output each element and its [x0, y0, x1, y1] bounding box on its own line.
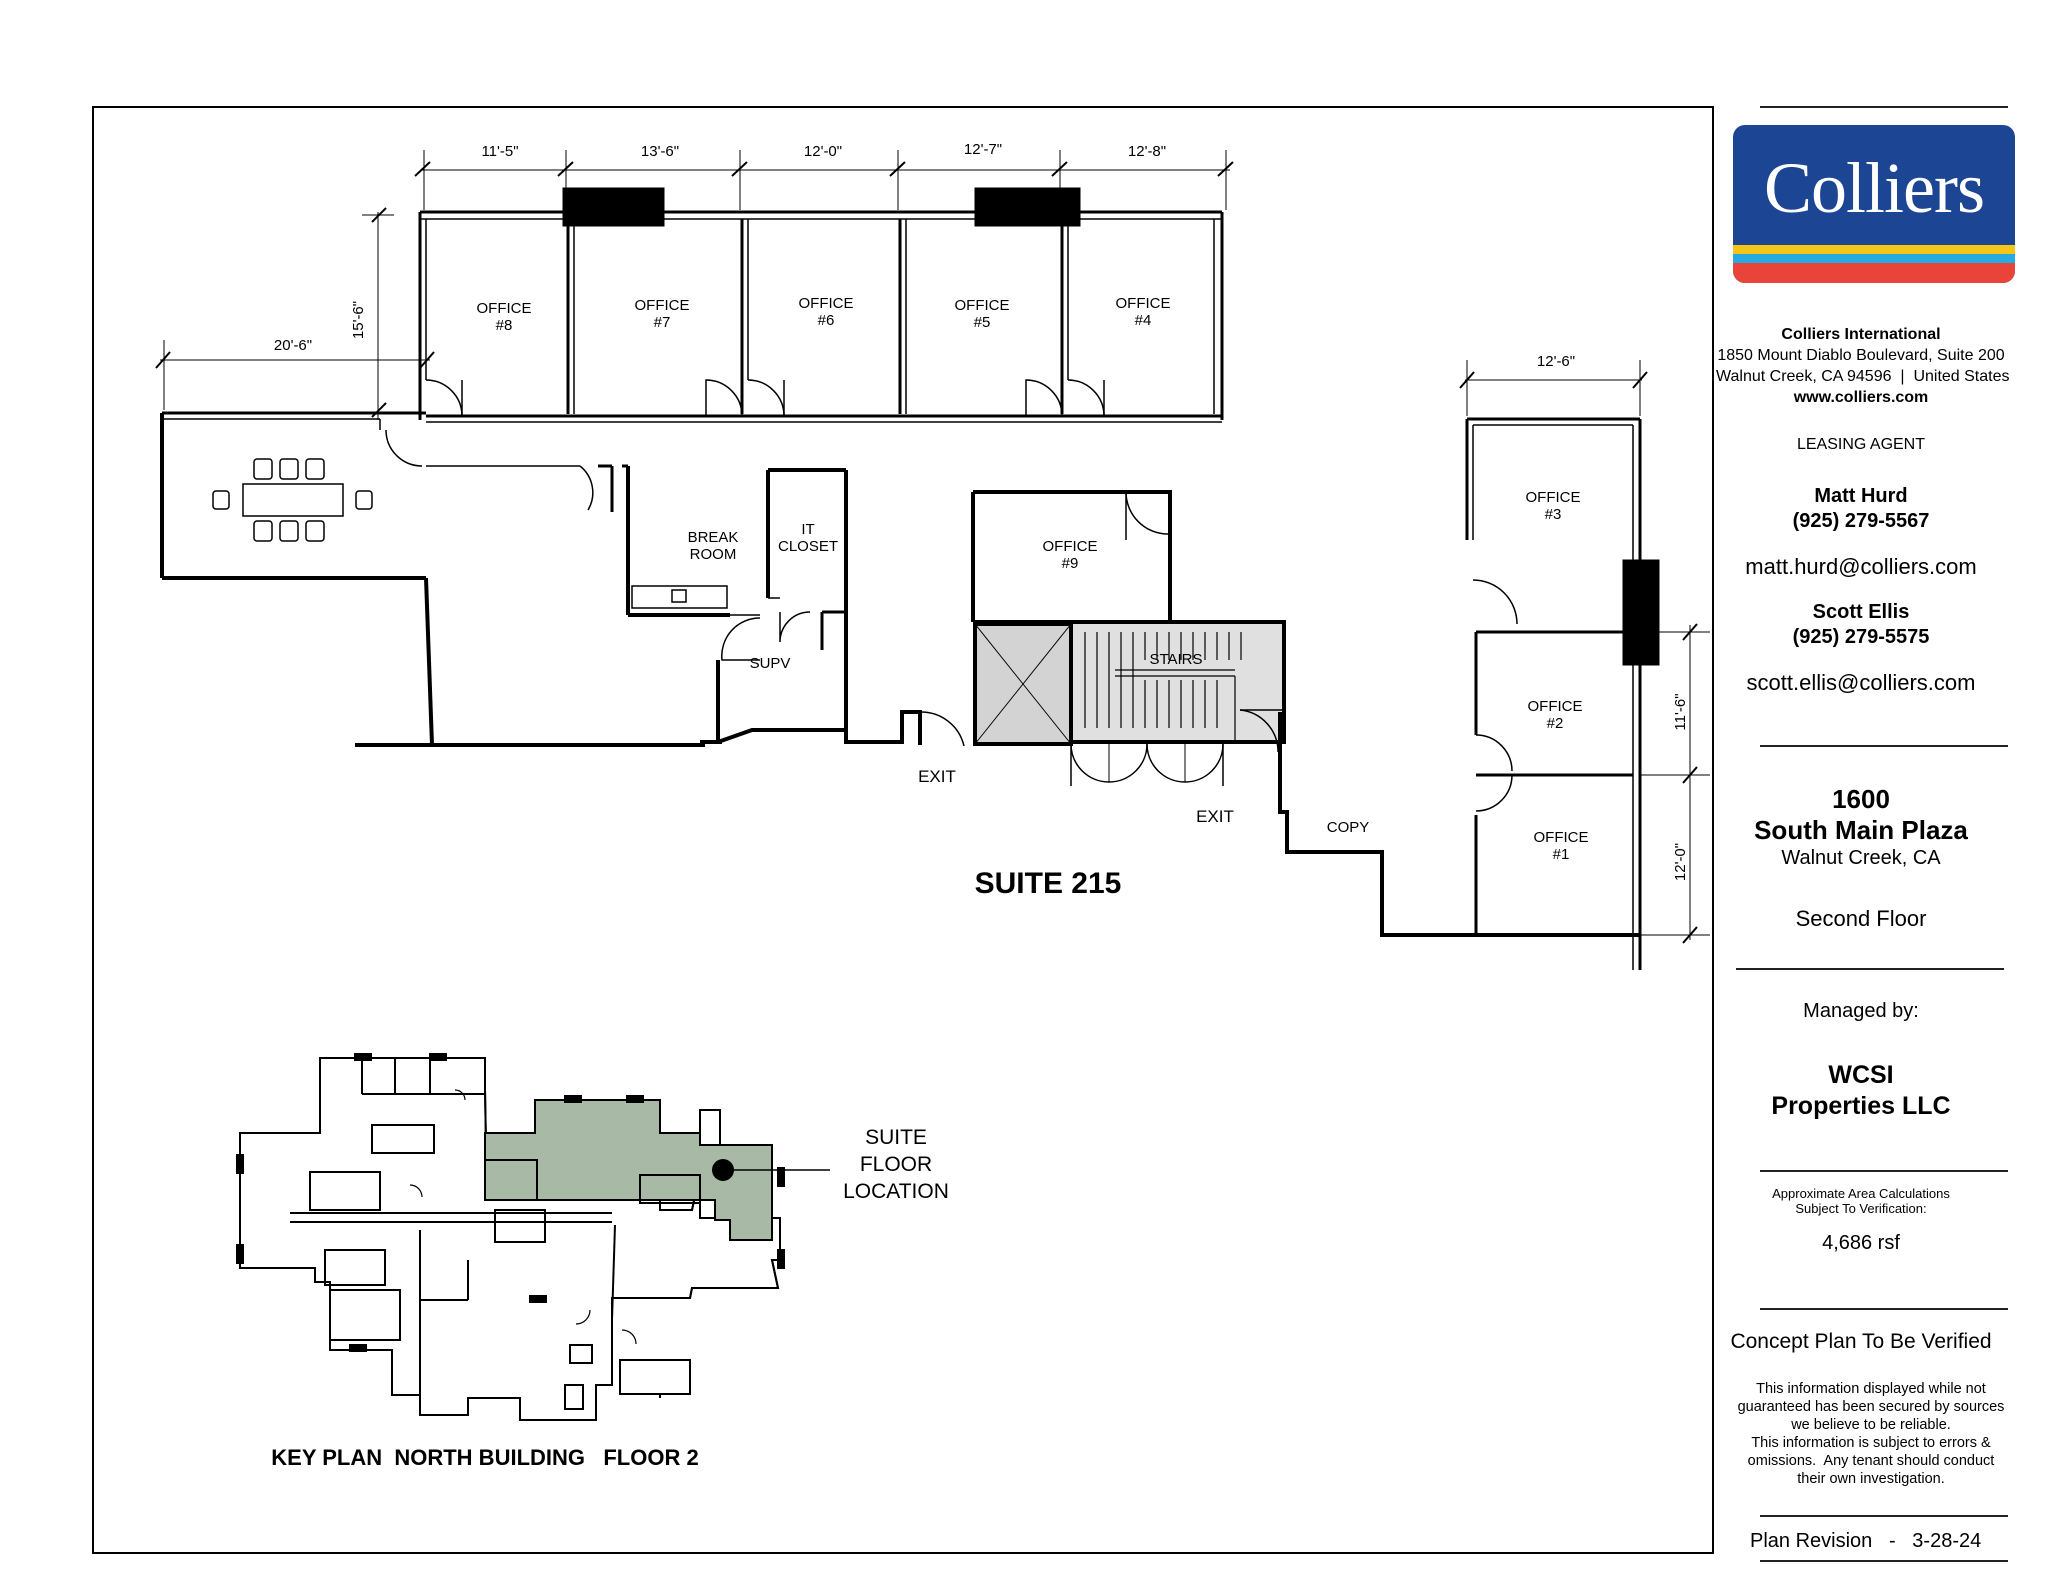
copy-label: COPY	[1327, 819, 1370, 836]
dim-right-lower: 12'-0"	[1672, 843, 1689, 881]
dim-right-upper: 11'-6"	[1672, 693, 1689, 730]
office-4-label: OFFICE#4	[1116, 295, 1171, 329]
key-plan-title: KEY PLAN NORTH BUILDING FLOOR 2	[271, 1445, 698, 1470]
area-value: 4,686 rsf	[1822, 1232, 1900, 1254]
key-plan	[236, 1053, 830, 1421]
exit-left-label: EXIT	[918, 767, 956, 786]
manager-line-2: Properties LLC	[1771, 1092, 1951, 1120]
plan-labels: OFFICE#8 OFFICE#7 OFFICE#6 OFFICE#5 OFFI…	[271, 141, 1689, 1470]
suite-title: SUITE 215	[975, 867, 1122, 900]
revision-date: 3-28-24	[1912, 1530, 1982, 1552]
managed-by-label: Managed by:	[1803, 1000, 1919, 1022]
area-note: Approximate Area Calculations Subject To…	[1716, 1186, 2006, 1216]
revision-label: Plan Revision -	[1750, 1530, 1896, 1552]
column	[562, 187, 665, 227]
area-note-line-1: Approximate Area Calculations	[1772, 1186, 1950, 1201]
plan-revision: Plan Revision - 3-28-24	[1750, 1530, 1981, 1553]
office-9-label: OFFICE#9	[1043, 538, 1098, 572]
disclaimer-line-4: This information is subject to errors &	[1751, 1435, 1991, 1451]
property-info: 1600 South Main Plaza Walnut Creek, CA	[1716, 784, 2006, 870]
property-floor: Second Floor	[1795, 906, 1927, 931]
dim-office5: 12'-7"	[964, 141, 1002, 158]
sidebar-divider	[1736, 968, 2004, 970]
colliers-logo: Colliers	[1733, 125, 2015, 283]
company-info: Colliers International 1850 Mount Diablo…	[1716, 324, 2010, 408]
agent-2-email[interactable]: scott.ellis@colliers.com	[1746, 670, 1976, 695]
stairs	[1069, 620, 1286, 744]
sidebar-divider	[1760, 1515, 2008, 1517]
office-7-label: OFFICE#7	[635, 297, 690, 331]
column	[1622, 559, 1660, 666]
office-5-label: OFFICE#5	[955, 297, 1010, 331]
area-note-line-2: Subject To Verification:	[1795, 1201, 1927, 1216]
disclaimer: This information displayed while not gua…	[1726, 1380, 2016, 1488]
office-2-label: OFFICE#2	[1528, 698, 1583, 732]
company-address-2: Walnut Creek, CA 94596 | United States	[1716, 368, 2010, 385]
agent-2-name: Scott Ellis	[1812, 601, 1910, 623]
concept-note: Concept Plan To Be Verified	[1730, 1330, 1992, 1353]
sidebar-divider	[1760, 1308, 2008, 1310]
property-name: South Main Plaza	[1754, 815, 1968, 845]
dimension-lines	[155, 150, 1710, 944]
supv-label: SUPV	[750, 655, 791, 672]
suite-plan	[160, 187, 1660, 970]
sidebar-divider	[1760, 745, 2008, 747]
agent-1-phone: (925) 279-5567	[1792, 510, 1930, 532]
sidebar-divider	[1760, 106, 2008, 108]
dim-office4: 12'-8"	[1128, 143, 1166, 160]
sidebar-divider	[1760, 1560, 2008, 1562]
property-city: Walnut Creek, CA	[1781, 847, 1941, 869]
leasing-agent-label: LEASING AGENT	[1796, 436, 1926, 453]
manager-line-1: WCSI	[1828, 1061, 1894, 1089]
disclaimer-line-1: This information displayed while not	[1756, 1381, 1986, 1397]
office-6-label: OFFICE#6	[799, 295, 854, 329]
office-3-label: OFFICE#3	[1526, 489, 1581, 523]
agent-1-name: Matt Hurd	[1814, 485, 1908, 507]
dim-office8: 11'-5"	[481, 143, 518, 160]
disclaimer-line-5: omissions. Any tenant should conduct	[1747, 1453, 1995, 1469]
exit-right-label: EXIT	[1196, 807, 1234, 826]
manager: WCSI Properties LLC	[1716, 1060, 2006, 1122]
logo-wordmark: Colliers	[1764, 148, 1985, 228]
office-1-label: OFFICE#1	[1534, 829, 1589, 863]
dim-office7: 13'-6"	[641, 143, 679, 160]
dim-office6: 12'-0"	[804, 143, 842, 160]
property-number: 1600	[1832, 784, 1890, 814]
disclaimer-line-6: their own investigation.	[1797, 1471, 1945, 1487]
disclaimer-line-2: guaranteed has been secured by sources	[1737, 1399, 2005, 1415]
agent-2: Scott Ellis (925) 279-5575	[1716, 600, 2006, 650]
dim-right-width: 12'-6"	[1537, 353, 1575, 370]
column	[974, 187, 1081, 227]
agent-2-phone: (925) 279-5575	[1792, 626, 1930, 648]
dim-conf-depth: 15'-6"	[350, 301, 367, 339]
agent-1: Matt Hurd (925) 279-5567	[1716, 484, 2006, 534]
disclaimer-line-3: we believe to be reliable.	[1791, 1417, 1951, 1433]
company-name: Colliers International	[1781, 326, 1941, 343]
company-website[interactable]: www.colliers.com	[1793, 389, 1929, 406]
dim-conf-width: 20'-6"	[274, 337, 312, 354]
sidebar-divider	[1760, 1170, 2008, 1172]
office-8-label: OFFICE#8	[477, 300, 532, 334]
agent-1-email[interactable]: matt.hurd@colliers.com	[1745, 554, 1977, 579]
stairs-label: STAIRS	[1149, 651, 1202, 668]
drawing-border	[92, 106, 1714, 1554]
company-address-1: 1850 Mount Diablo Boulevard, Suite 200	[1717, 347, 2005, 364]
